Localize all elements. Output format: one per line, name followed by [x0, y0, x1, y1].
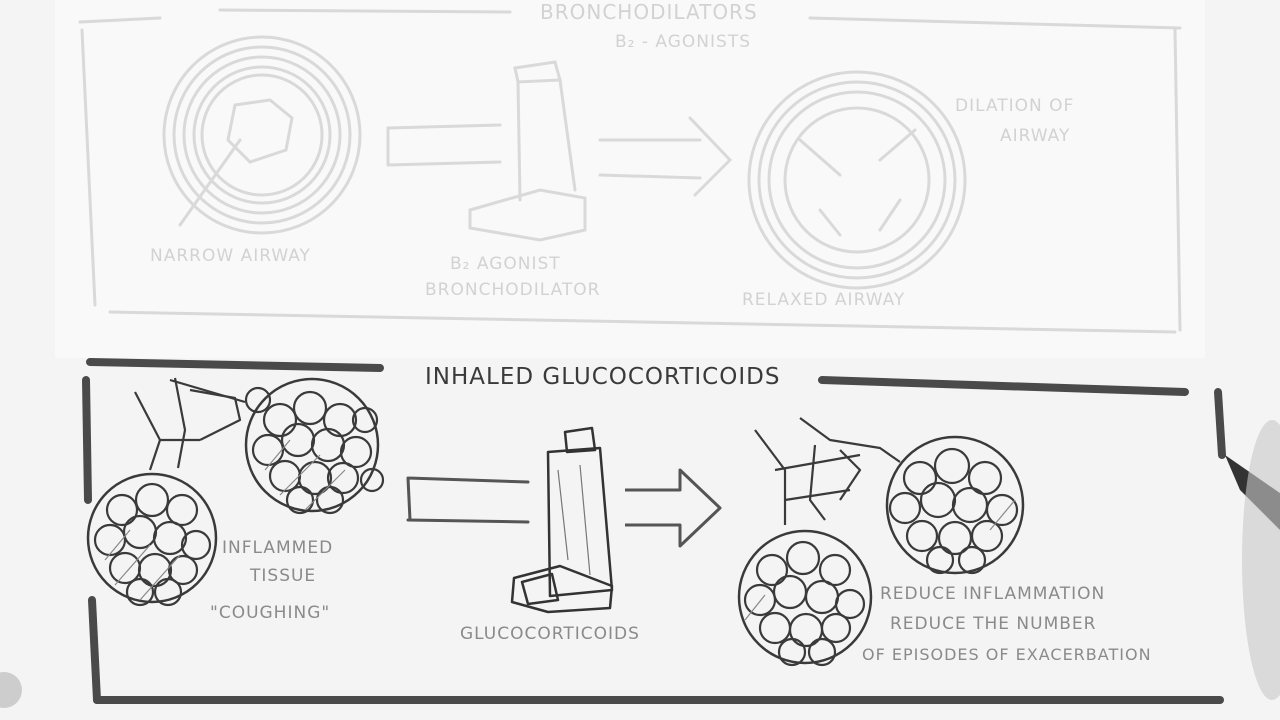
bottom-frame-top-left	[90, 362, 380, 368]
inhaler-caption: GLUCOCORTICOIDS	[460, 624, 640, 644]
relaxed-airway-icon	[749, 72, 965, 288]
faded-block-arrow	[388, 125, 500, 165]
narrow-airway-icon	[164, 37, 360, 233]
top-panel-subtitle: B₂ - AGONISTS	[615, 32, 751, 52]
effect-caption-line-3: OF EPISODES OF EXACERBATION	[862, 645, 1152, 664]
b2-agonist-caption: B₂ AGONIST	[450, 254, 561, 274]
bottom-frame-left	[86, 380, 88, 500]
inhaler-icon	[512, 428, 612, 612]
bottom-frame-left-lower	[92, 600, 97, 700]
faded-arrow-icon	[600, 118, 730, 195]
block-arrow-left	[408, 478, 528, 522]
bottom-frame-right	[1218, 392, 1222, 455]
inflamed-caption-line-1: INFLAMMED	[222, 538, 333, 558]
hollow-arrow-icon	[625, 470, 720, 546]
bottom-panel-title: INHALED GLUCOCORTICOIDS	[425, 364, 780, 390]
dilation-caption-line-2: AIRWAY	[1000, 126, 1070, 146]
narrow-airway-caption: NARROW AIRWAY	[150, 246, 311, 266]
marker-pen	[1225, 420, 1280, 700]
hand-shadow-left	[0, 672, 22, 708]
top-panel-title: BRONCHODILATORS	[540, 0, 758, 24]
inflamed-caption-line-3: "COUGHING"	[210, 603, 330, 623]
inflamed-caption-line-2: TISSUE	[250, 566, 316, 586]
effect-caption-line-1: REDUCE INFLAMMATION	[880, 584, 1105, 604]
bottom-frame-top-right	[822, 380, 1185, 392]
faded-inhaler-icon	[470, 62, 585, 240]
inflamed-tissue-icon	[88, 378, 383, 605]
relaxed-airway-caption: RELAXED AIRWAY	[742, 290, 905, 310]
dilation-caption-line-1: DILATION OF	[955, 96, 1074, 116]
effect-caption-line-2: REDUCE THE NUMBER	[890, 614, 1096, 634]
bronchodilator-caption: BRONCHODILATOR	[425, 280, 600, 300]
